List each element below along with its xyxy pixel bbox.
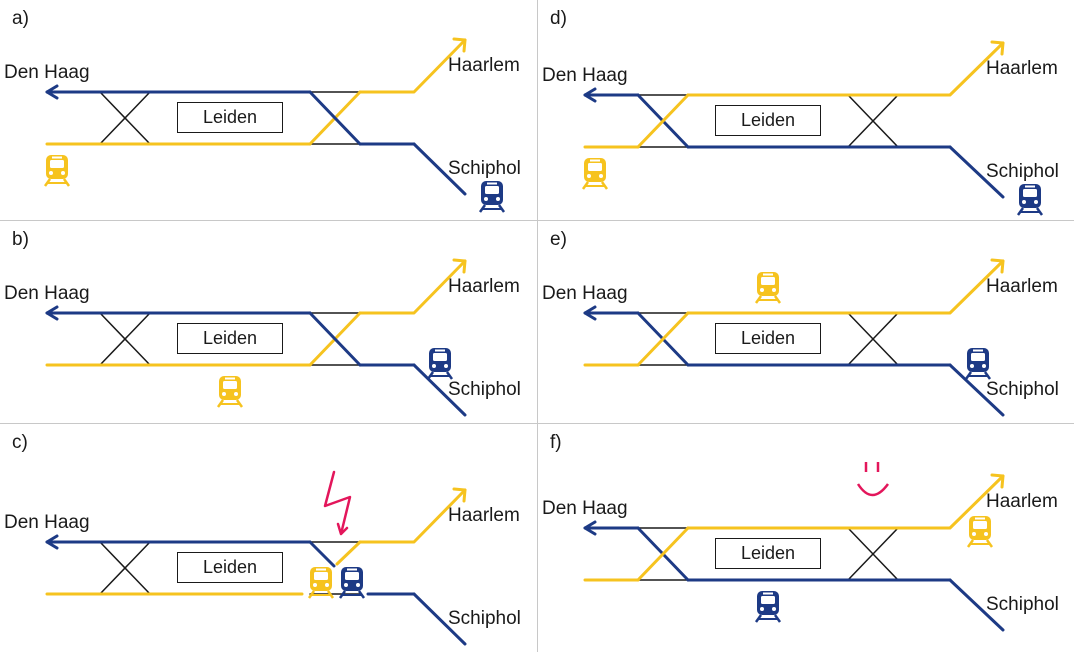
arrow-haarlem	[990, 258, 1005, 274]
arrow-haarlem	[452, 37, 467, 53]
city-label-schiphol: Schiphol	[448, 608, 521, 629]
city-label-haarlem: Haarlem	[986, 276, 1058, 297]
city-label-den-haag: Den Haag	[4, 283, 90, 304]
track-schiphol-branch	[412, 142, 467, 196]
yellow-train-icon	[966, 516, 994, 548]
city-label-den-haag: Den Haag	[4, 62, 90, 83]
station-label: Leiden	[715, 105, 821, 136]
track-haarlem	[358, 488, 467, 544]
track-haarlem	[358, 38, 467, 94]
track-drawing	[581, 40, 1044, 216]
track-schiphol-branch	[412, 592, 467, 646]
crossover-yellow	[335, 540, 362, 566]
track-haarlem	[686, 259, 1005, 315]
panel-divider	[0, 220, 1074, 221]
switch-line	[99, 541, 151, 595]
track-schiphol-branch	[948, 363, 1005, 417]
switch-line	[847, 312, 899, 366]
city-label-haarlem: Haarlem	[448, 55, 520, 76]
crossover-blue	[308, 90, 362, 146]
arrow-haarlem	[452, 487, 467, 503]
panel-label: f)	[550, 432, 562, 453]
arrow-den-haag	[583, 87, 597, 103]
arrow-den-haag	[45, 305, 59, 321]
track-haarlem	[686, 41, 1005, 97]
arrow-den-haag	[45, 534, 59, 550]
blue-train-icon	[964, 348, 992, 380]
city-label-den-haag: Den Haag	[4, 512, 90, 533]
panel-label: b)	[12, 229, 29, 250]
station-label: Leiden	[177, 102, 283, 133]
track-drawing	[583, 462, 1005, 632]
city-label-den-haag: Den Haag	[542, 498, 628, 519]
track-schiphol-branch	[948, 578, 1005, 632]
yellow-train-icon	[307, 567, 335, 599]
yellow-train-icon	[754, 272, 782, 304]
station-label: Leiden	[177, 552, 283, 583]
switch-line	[847, 94, 899, 148]
switch-line	[99, 312, 151, 366]
arrow-haarlem	[990, 473, 1005, 489]
city-label-haarlem: Haarlem	[448, 276, 520, 297]
station-label: Leiden	[715, 538, 821, 569]
crossover-yellow	[636, 526, 690, 582]
crossover-yellow	[636, 311, 690, 367]
blue-train-icon	[426, 348, 454, 380]
arrow-den-haag	[583, 305, 597, 321]
panel-divider	[0, 423, 1074, 424]
panel-label: d)	[550, 8, 567, 29]
yellow-train-icon	[43, 155, 71, 187]
crossover-yellow	[636, 93, 690, 149]
city-label-schiphol: Schiphol	[448, 379, 521, 400]
track-schiphol-branch	[412, 363, 467, 417]
track-drawing	[45, 470, 467, 646]
switch-line	[99, 91, 151, 145]
track-haarlem	[686, 474, 1005, 530]
smiley-icon	[856, 462, 890, 497]
track-schiphol-branch	[948, 145, 1005, 199]
station-label: Leiden	[177, 323, 283, 354]
yellow-train-icon	[216, 376, 244, 408]
city-label-schiphol: Schiphol	[448, 158, 521, 179]
blue-train-icon	[338, 567, 366, 599]
station-label: Leiden	[715, 323, 821, 354]
arrow-haarlem	[990, 40, 1005, 56]
track-haarlem	[358, 259, 467, 315]
switch-line	[847, 527, 899, 581]
crossover-blue	[308, 540, 336, 568]
track-drawing	[43, 37, 506, 213]
panel-label: e)	[550, 229, 567, 250]
blue-train-icon	[1016, 184, 1044, 216]
panel-label: c)	[12, 432, 28, 453]
city-label-haarlem: Haarlem	[986, 491, 1058, 512]
city-label-den-haag: Den Haag	[542, 283, 628, 304]
yellow-train-icon	[581, 158, 609, 190]
lightning-icon	[323, 470, 352, 536]
panel-divider	[537, 0, 538, 652]
track-drawing	[45, 258, 467, 417]
city-label-schiphol: Schiphol	[986, 161, 1059, 182]
blue-train-icon	[478, 181, 506, 213]
city-label-schiphol: Schiphol	[986, 594, 1059, 615]
blue-train-icon	[754, 591, 782, 623]
panel-label: a)	[12, 8, 29, 29]
city-label-haarlem: Haarlem	[986, 58, 1058, 79]
arrow-haarlem	[452, 258, 467, 274]
arrow-den-haag	[583, 520, 597, 536]
track-drawing	[583, 258, 1005, 417]
crossover-blue	[308, 311, 362, 367]
city-label-schiphol: Schiphol	[986, 379, 1059, 400]
arrow-den-haag	[45, 84, 59, 100]
city-label-den-haag: Den Haag	[542, 65, 628, 86]
city-label-haarlem: Haarlem	[448, 505, 520, 526]
